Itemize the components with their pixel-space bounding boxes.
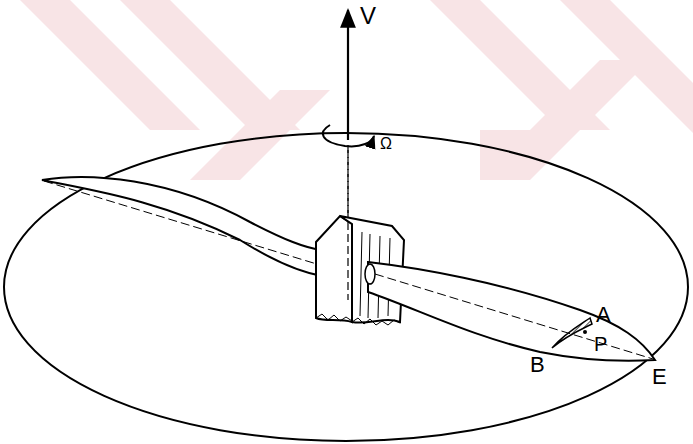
rotation-arrow	[323, 125, 374, 146]
point-label: E	[652, 366, 667, 388]
point-label: B	[530, 354, 545, 376]
right-blade	[368, 262, 655, 361]
velocity-label: V	[360, 4, 376, 28]
point-label: A	[596, 304, 611, 326]
left-blade	[42, 177, 322, 276]
point-p	[583, 330, 587, 334]
blade-section	[552, 318, 592, 348]
hub	[316, 216, 352, 322]
point-label: P	[594, 334, 607, 354]
rotation-axis	[347, 145, 348, 300]
blade-root	[365, 264, 375, 284]
propeller-disc	[4, 133, 688, 441]
rotation-label: Ω	[380, 136, 392, 152]
velocity-arrow	[347, 10, 349, 140]
blade-axis	[44, 181, 320, 265]
watermark-stripes	[20, 0, 693, 180]
blade-axis	[375, 274, 653, 359]
